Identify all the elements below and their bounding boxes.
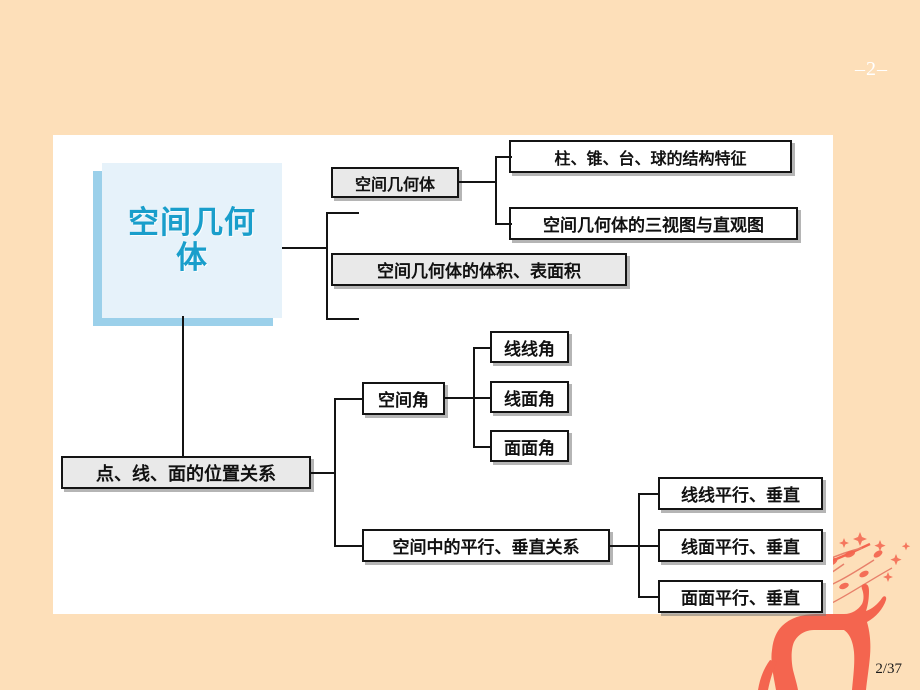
root-node-label: 空间几何体 xyxy=(128,204,256,276)
connector-to-line-plane-angle xyxy=(473,397,492,399)
node-line-line-rel[interactable]: 线线平行、垂直 xyxy=(658,477,823,510)
connector-to-line-plane-rel xyxy=(638,545,660,547)
node-point-line-plane-label: 点、线、面的位置关系 xyxy=(96,463,276,485)
node-line-plane-rel[interactable]: 线面平行、垂直 xyxy=(658,529,823,562)
connector-root-to-volume-surface xyxy=(326,318,359,320)
node-plane-plane-angle-label: 面面角 xyxy=(504,438,555,459)
node-line-line-angle-label: 线线角 xyxy=(504,339,555,360)
node-volume-surface-label: 空间几何体的体积、表面积 xyxy=(377,262,581,282)
node-line-plane-angle[interactable]: 线面角 xyxy=(490,381,569,413)
connector-root-to-solid-geometry xyxy=(326,212,359,214)
node-plane-plane-rel[interactable]: 面面平行、垂直 xyxy=(658,580,823,613)
connector-point-line-plane-stub xyxy=(311,472,336,474)
node-line-line-angle[interactable]: 线线角 xyxy=(490,331,569,363)
node-spatial-angle[interactable]: 空间角 xyxy=(362,382,445,415)
node-structure-features-label: 柱、锥、台、球的结构特征 xyxy=(554,148,747,168)
node-volume-surface[interactable]: 空间几何体的体积、表面积 xyxy=(331,253,627,286)
root-node-block[interactable]: 空间几何体 xyxy=(93,163,282,326)
node-parallel-perpendicular-label: 空间中的平行、垂直关系 xyxy=(392,538,580,558)
node-three-views[interactable]: 空间几何体的三视图与直观图 xyxy=(509,207,798,240)
connector-solid-geometry-stub xyxy=(459,181,496,183)
node-three-views-label: 空间几何体的三视图与直观图 xyxy=(543,216,764,236)
node-line-plane-rel-label: 线面平行、垂直 xyxy=(681,538,800,558)
connector-to-parallel-perpendicular xyxy=(334,545,364,547)
connector-to-plane-plane-rel xyxy=(638,596,660,598)
content-panel: 空间几何体 空间几何体 柱、锥、台、球的结构特征 空间几何体的三视图与直观图 空… xyxy=(53,135,833,614)
node-structure-features[interactable]: 柱、锥、台、球的结构特征 xyxy=(509,140,792,173)
connector-parallel-perpendicular-stub xyxy=(610,545,640,547)
connector-root-to-point-line-plane xyxy=(182,316,184,458)
connector-to-spatial-angle xyxy=(334,398,364,400)
node-parallel-perpendicular[interactable]: 空间中的平行、垂直关系 xyxy=(362,529,610,562)
connector-root-bracket-vertical xyxy=(326,212,328,319)
node-solid-geometry[interactable]: 空间几何体 xyxy=(331,167,459,198)
connector-solid-geometry-bracket xyxy=(495,156,497,225)
connector-to-plane-plane-angle xyxy=(473,446,492,448)
connector-spatial-angle-stub xyxy=(445,397,475,399)
connector-to-line-line-rel xyxy=(638,493,660,495)
node-spatial-angle-label: 空间角 xyxy=(378,391,429,411)
node-plane-plane-rel-label: 面面平行、垂直 xyxy=(681,589,800,609)
connector-point-line-plane-bracket xyxy=(334,398,336,546)
connector-to-structure-features xyxy=(495,156,512,158)
slide-number-marker: –2– xyxy=(855,58,888,80)
node-plane-plane-angle[interactable]: 面面角 xyxy=(490,430,569,462)
node-line-plane-angle-label: 线面角 xyxy=(504,389,555,410)
connector-to-three-views xyxy=(495,223,512,225)
node-solid-geometry-label: 空间几何体 xyxy=(354,174,435,194)
root-node-face xyxy=(102,163,282,318)
node-line-line-rel-label: 线线平行、垂直 xyxy=(681,486,800,506)
connector-to-line-line-angle xyxy=(473,347,492,349)
connector-root-stub xyxy=(282,247,327,249)
page-indicator: 2/37 xyxy=(875,661,902,677)
node-point-line-plane[interactable]: 点、线、面的位置关系 xyxy=(61,456,311,489)
